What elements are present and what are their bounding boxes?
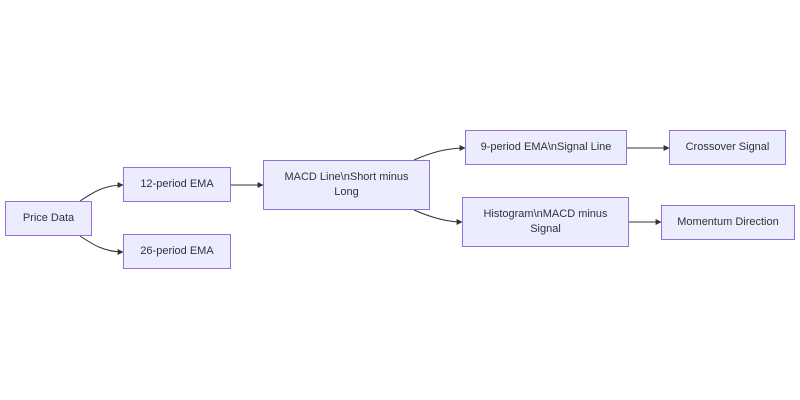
node-signal-line-label: 9-period EMA\nSignal Line — [480, 141, 612, 153]
node-26-period-ema: 26-period EMA — [123, 234, 231, 269]
node-12-period-ema: 12-period EMA — [123, 167, 231, 202]
node-price-data-label: Price Data — [22, 212, 75, 224]
node-momentum-direction-label: Momentum Direction — [677, 216, 779, 228]
node-signal-line: 9-period EMA\nSignal Line — [465, 130, 627, 165]
node-momentum-direction: Momentum Direction — [661, 205, 795, 240]
node-macd-line: MACD Line\nShort minus Long — [263, 160, 430, 210]
node-26-period-ema-label: 26-period EMA — [140, 245, 214, 257]
node-macd-line-label: MACD Line\nShort minus Long — [284, 171, 409, 198]
edge-macd-to-histogram — [413, 209, 463, 225]
node-crossover-signal: Crossover Signal — [669, 130, 786, 165]
node-crossover-signal-label: Crossover Signal — [685, 141, 770, 153]
edge-price-to-ema26 — [79, 235, 124, 255]
edge-price-to-ema12 — [79, 182, 124, 202]
node-histogram: Histogram\nMACD minus Signal — [462, 197, 629, 247]
node-12-period-ema-label: 12-period EMA — [140, 178, 214, 190]
node-histogram-label: Histogram\nMACD minus Signal — [483, 208, 608, 235]
edge-macd-to-signal — [413, 145, 466, 161]
node-price-data: Price Data — [5, 201, 92, 236]
